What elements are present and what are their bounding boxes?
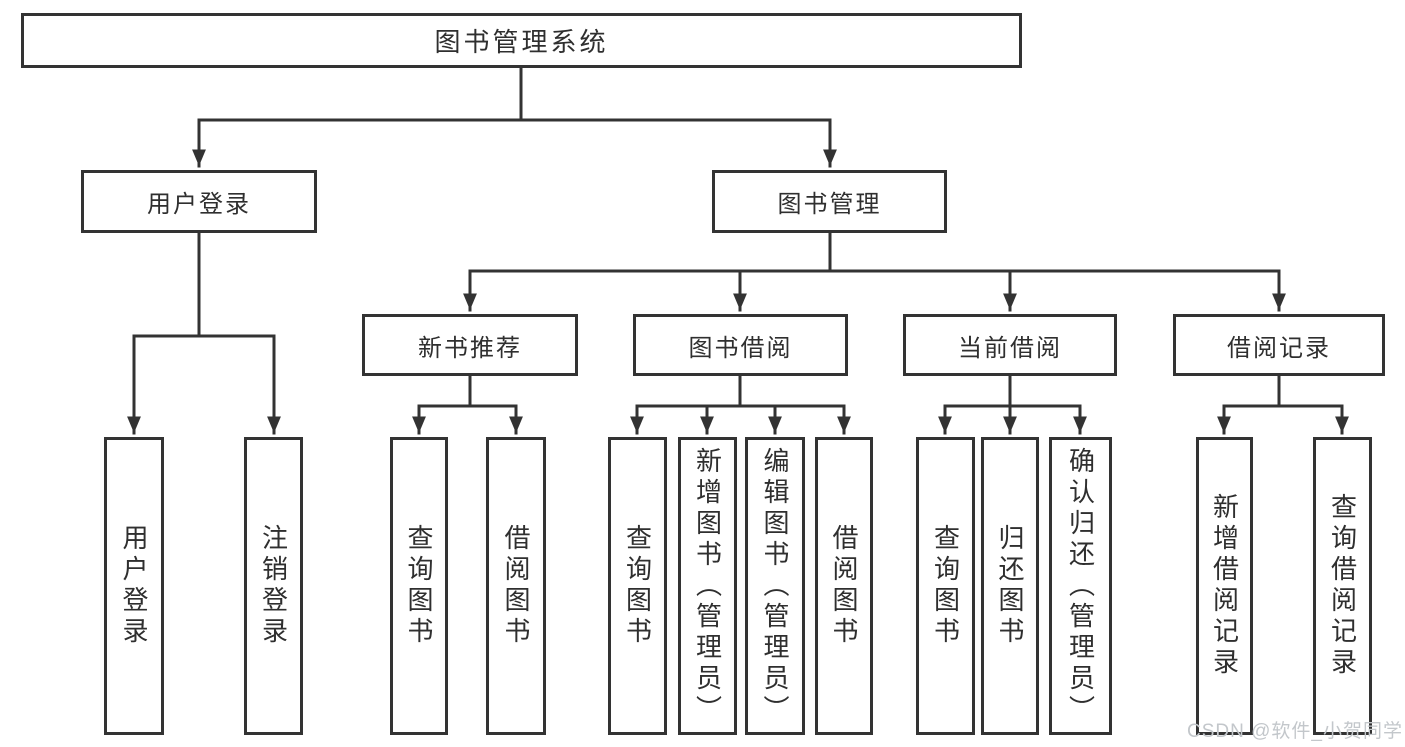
node-book-borrowing-label: 图书借阅	[688, 334, 793, 362]
node-current-borrowing-label: 当前借阅	[958, 334, 1062, 362]
node-new-book-recommend: 新书推荐	[362, 314, 578, 376]
leaf-user-login-label: 用户登录	[119, 524, 149, 648]
leaf-return-book-label: 归还图书	[995, 524, 1025, 648]
node-current-borrowing: 当前借阅	[903, 314, 1117, 376]
leaf-borrow-book-1-label: 借阅图书	[501, 524, 531, 648]
connector-root-to-level2	[192, 65, 837, 168]
node-new-book-recommend-label: 新书推荐	[418, 334, 522, 362]
leaf-edit-book-admin: 编辑图书（管理员）	[745, 437, 805, 735]
csdn-watermark: CSDN @软件_小贺同学	[1187, 721, 1403, 742]
leaf-return-book: 归还图书	[981, 437, 1039, 735]
node-book-management-label: 图书管理	[777, 191, 882, 218]
connector-current-borrowing-children	[938, 374, 1087, 435]
connector-book-management-children	[463, 231, 1286, 312]
node-borrowing-records-label: 借阅记录	[1227, 334, 1331, 362]
connector-borrowing-records-children	[1217, 374, 1349, 435]
leaf-query-book-1: 查询图书	[390, 437, 448, 735]
node-user-login-label: 用户登录	[147, 191, 251, 218]
node-borrowing-records: 借阅记录	[1173, 314, 1385, 376]
leaf-borrow-book-1: 借阅图书	[486, 437, 546, 735]
leaf-logout-label: 注销登录	[258, 524, 289, 648]
leaf-borrow-book-2: 借阅图书	[815, 437, 873, 735]
leaf-borrow-book-2-label: 借阅图书	[829, 524, 859, 648]
leaf-add-borrow-record: 新增借阅记录	[1196, 437, 1253, 735]
node-root-system: 图书管理系统	[21, 13, 1022, 68]
connector-new-book-children	[412, 374, 523, 435]
leaf-confirm-return-admin-label: 确认归还（管理员）	[1065, 446, 1096, 726]
leaf-query-borrow-record-label: 查询借阅记录	[1327, 493, 1358, 679]
leaf-query-book-2: 查询图书	[608, 437, 667, 735]
node-user-login: 用户登录	[81, 170, 317, 233]
leaf-confirm-return-admin: 确认归还（管理员）	[1049, 437, 1112, 735]
connector-book-borrowing-children	[630, 374, 851, 435]
leaf-add-borrow-record-label: 新增借阅记录	[1209, 493, 1240, 679]
leaf-add-book-admin: 新增图书（管理员）	[678, 437, 737, 735]
leaf-query-borrow-record: 查询借阅记录	[1313, 437, 1372, 735]
node-root-label: 图书管理系统	[434, 27, 609, 57]
node-book-borrowing: 图书借阅	[633, 314, 848, 376]
connector-user-login-children	[127, 231, 281, 435]
leaf-user-login: 用户登录	[104, 437, 164, 735]
leaf-edit-book-admin-label: 编辑图书（管理员）	[760, 446, 790, 726]
node-book-management: 图书管理	[712, 170, 947, 233]
leaf-logout: 注销登录	[244, 437, 303, 735]
leaf-query-book-1-label: 查询图书	[404, 524, 434, 648]
leaf-query-book-3: 查询图书	[916, 437, 975, 735]
leaf-add-book-admin-label: 新增图书（管理员）	[692, 446, 723, 726]
leaf-query-book-2-label: 查询图书	[622, 524, 653, 648]
leaf-query-book-3-label: 查询图书	[930, 524, 961, 648]
